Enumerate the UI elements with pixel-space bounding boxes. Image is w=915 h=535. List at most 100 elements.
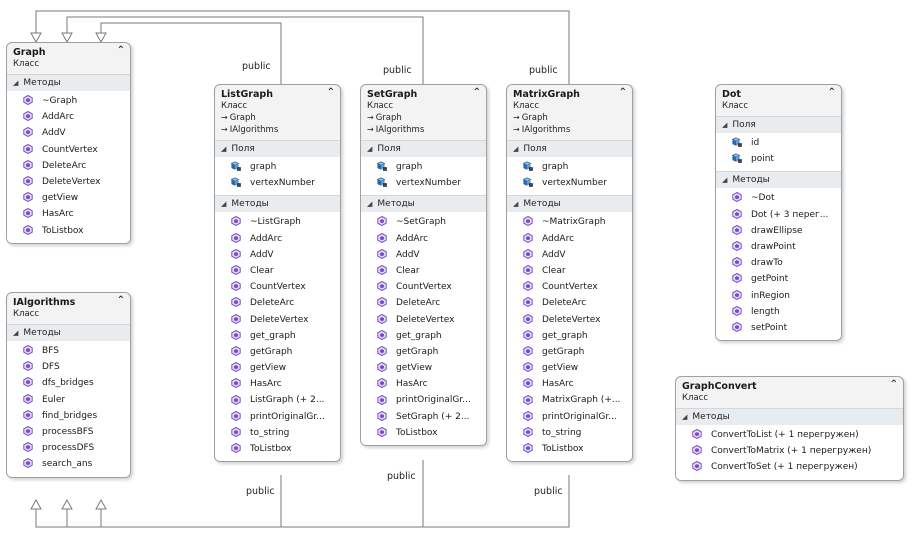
field-item[interactable]: graph [507,159,632,175]
method-item[interactable]: DeleteArc [7,158,130,174]
collapse-chevron-icon[interactable]: ⌃ [827,87,836,98]
method-item[interactable]: CountVertex [7,142,130,158]
expand-triangle-icon[interactable]: ◢ [722,176,728,185]
method-item[interactable]: get_graph [215,328,340,344]
method-item[interactable]: ConvertToList (+ 1 перегружен) [676,427,903,443]
method-item[interactable]: getView [215,360,340,376]
method-item[interactable]: DFS [7,359,130,375]
method-item[interactable]: Dot (+ 3 перег... [716,207,841,223]
method-item[interactable]: Clear [215,263,340,279]
field-item[interactable]: id [716,135,841,151]
method-item[interactable]: getView [7,190,130,206]
method-item[interactable]: HasArc [507,376,632,392]
method-item[interactable]: ConvertToMatrix (+ 1 перегружен) [676,443,903,459]
method-item[interactable]: DeleteVertex [361,312,486,328]
method-item[interactable]: printOriginalGr... [215,409,340,425]
method-item[interactable]: Clear [361,263,486,279]
expand-triangle-icon[interactable]: ◢ [722,121,728,129]
method-item[interactable]: getView [507,360,632,376]
method-item[interactable]: ToListbox [215,441,340,457]
section-header[interactable]: ◢Методы [361,195,486,213]
method-item[interactable]: AddV [361,247,486,263]
method-item[interactable]: processDFS [7,440,130,456]
collapse-chevron-icon[interactable]: ⌃ [326,87,335,98]
method-item[interactable]: getGraph [507,344,632,360]
method-item[interactable]: drawPoint [716,239,841,255]
method-item[interactable]: to_string [507,425,632,441]
method-item[interactable]: MatrixGraph (+... [507,392,632,408]
method-item[interactable]: ListGraph (+ 2... [215,392,340,408]
method-item[interactable]: CountVertex [361,279,486,295]
method-item[interactable]: HasArc [361,376,486,392]
field-item[interactable]: point [716,151,841,167]
section-header[interactable]: ◢Методы [7,324,130,341]
method-item[interactable]: CountVertex [507,279,632,295]
method-item[interactable]: Clear [507,263,632,279]
method-item[interactable]: search_ans [7,456,130,472]
method-item[interactable]: inRegion [716,288,841,304]
method-item[interactable]: get_graph [507,328,632,344]
expand-triangle-icon[interactable]: ◢ [682,413,688,421]
method-item[interactable]: getGraph [361,344,486,360]
method-item[interactable]: drawTo [716,255,841,271]
section-header[interactable]: ◢Методы [7,74,130,91]
section-header[interactable]: ◢Поля [215,140,340,157]
method-item[interactable]: drawEllipse [716,223,841,239]
method-item[interactable]: AddV [7,125,130,141]
field-item[interactable]: vertexNumber [507,175,632,191]
section-header[interactable]: ◢Методы [716,171,841,189]
expand-triangle-icon[interactable]: ◢ [513,200,519,209]
method-item[interactable]: length [716,304,841,320]
method-item[interactable]: HasArc [7,206,130,222]
method-item[interactable]: AddArc [507,231,632,247]
method-item[interactable]: DeleteArc [361,295,486,311]
method-item[interactable]: ~MatrixGraph [507,214,632,230]
method-item[interactable]: to_string [215,425,340,441]
section-header[interactable]: ◢Методы [676,408,903,425]
expand-triangle-icon[interactable]: ◢ [221,200,227,209]
field-item[interactable]: vertexNumber [215,175,340,191]
section-header[interactable]: ◢Методы [507,195,632,213]
section-header[interactable]: ◢Поля [507,140,632,157]
method-item[interactable]: DeleteArc [507,295,632,311]
method-item[interactable]: printOriginalGr... [361,392,486,408]
expand-triangle-icon[interactable]: ◢ [513,145,519,153]
method-item[interactable]: ToListbox [507,441,632,457]
method-item[interactable]: find_bridges [7,408,130,424]
method-item[interactable]: DeleteArc [215,295,340,311]
collapse-chevron-icon[interactable]: ⌃ [889,379,898,390]
method-item[interactable]: getGraph [215,344,340,360]
expand-triangle-icon[interactable]: ◢ [367,200,373,209]
method-item[interactable]: DeleteVertex [7,174,130,190]
method-item[interactable]: AddArc [361,231,486,247]
method-item[interactable]: AddV [215,247,340,263]
collapse-chevron-icon[interactable]: ⌃ [116,295,125,306]
method-item[interactable]: ToListbox [361,425,486,441]
method-item[interactable]: ~ListGraph [215,214,340,230]
method-item[interactable]: setPoint [716,320,841,336]
field-item[interactable]: graph [361,159,486,175]
method-item[interactable]: ToListbox [7,223,130,239]
method-item[interactable]: DeleteVertex [215,312,340,328]
expand-triangle-icon[interactable]: ◢ [221,145,227,153]
method-item[interactable]: printOriginalGr... [507,409,632,425]
method-item[interactable]: ConvertToSet (+ 1 перегружен) [676,459,903,475]
method-item[interactable]: HasArc [215,376,340,392]
method-item[interactable]: ~Graph [7,93,130,109]
method-item[interactable]: DeleteVertex [507,312,632,328]
section-header[interactable]: ◢Методы [215,195,340,213]
method-item[interactable]: Euler [7,392,130,408]
method-item[interactable]: BFS [7,343,130,359]
field-item[interactable]: graph [215,159,340,175]
collapse-chevron-icon[interactable]: ⌃ [618,87,627,98]
method-item[interactable]: getPoint [716,271,841,287]
field-item[interactable]: vertexNumber [361,175,486,191]
method-item[interactable]: AddV [507,247,632,263]
method-item[interactable]: SetGraph (+ 2... [361,409,486,425]
